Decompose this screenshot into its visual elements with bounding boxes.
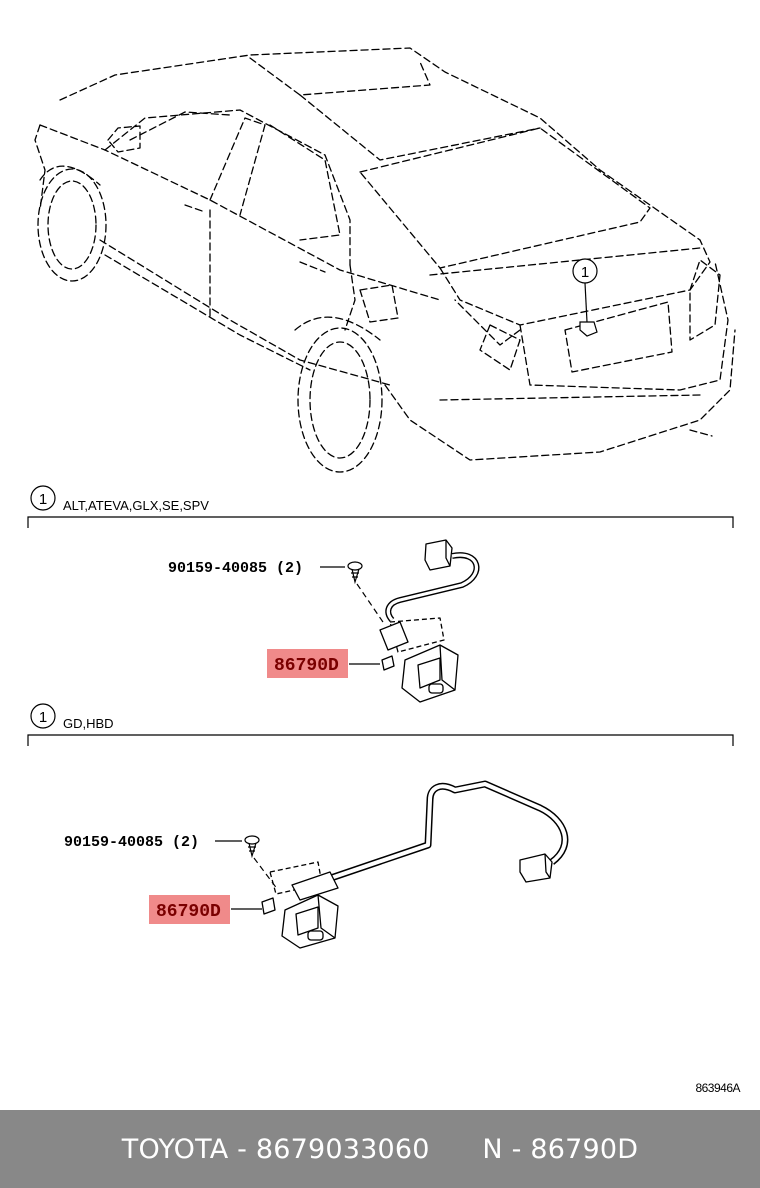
n-code: 86790D: [530, 1133, 639, 1165]
section-1: 1 ALT,ATEVA,GLX,SE,SPV 90159-40085 (2) 8…: [27, 485, 734, 703]
car-callout-number: 1: [581, 264, 589, 281]
n-prefix: N: [482, 1133, 503, 1165]
screw-icon: [347, 561, 363, 585]
section-2: 1 GD,HBD 90159-40085 (2) 86790D: [27, 703, 734, 949]
part-number: 8679033060: [255, 1133, 430, 1165]
camera-part-highlight: [267, 649, 348, 678]
camera-part-highlight: [149, 895, 230, 924]
car-illustration: [34, 47, 736, 473]
section-2-marker: 1: [39, 709, 47, 726]
screw-icon: [244, 835, 260, 859]
section-2-variant-label: GD,HBD: [63, 716, 114, 731]
diagram-code: 863946A: [695, 1081, 740, 1095]
section-1-screw-part-label: 90159-40085 (2): [168, 560, 303, 577]
footer-separator: -: [228, 1133, 256, 1165]
section-2-screw-part-label: 90159-40085 (2): [64, 834, 199, 851]
part-info-footer: TOYOTA - 8679033060 N - 86790D: [0, 1110, 760, 1188]
section-1-marker: 1: [39, 491, 47, 508]
rear-camera-icon: [379, 539, 480, 703]
section-2-camera-part-label: 86790D: [156, 902, 221, 922]
brand-name: TOYOTA: [121, 1133, 229, 1165]
circled-number-icon: [30, 703, 56, 729]
footer-separator-2: -: [502, 1133, 531, 1165]
section-1-variant-label: ALT,ATEVA,GLX,SE,SPV: [63, 498, 209, 513]
footer-gap: [430, 1134, 483, 1165]
car-callout: 1: [572, 258, 598, 337]
parts-diagram: 1 1 ALT,ATEVA,GLX,SE,SPV 90159-40085 (2)…: [27, 47, 741, 1095]
section-1-camera-part-label: 86790D: [274, 656, 339, 676]
rear-camera-icon: [261, 780, 569, 949]
circled-number-icon: [30, 485, 56, 511]
